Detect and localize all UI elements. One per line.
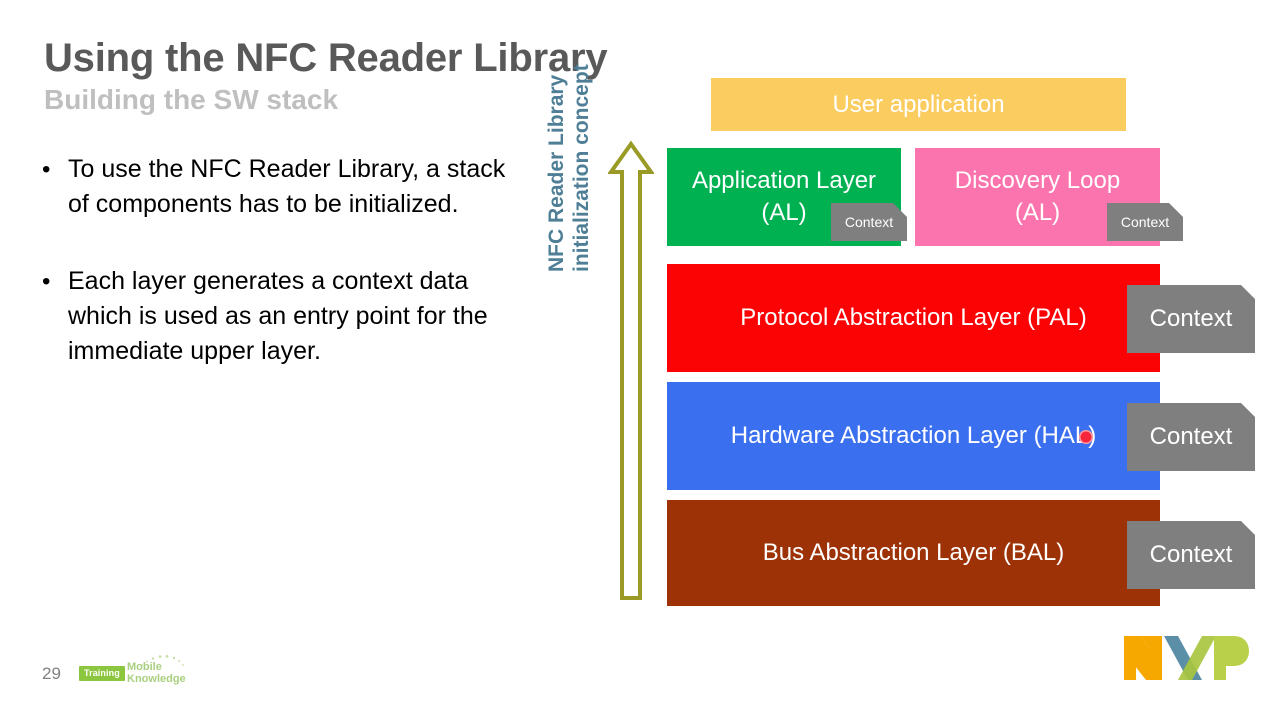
bullet-list: • To use the NFC Reader Library, a stack… [42,152,522,411]
context-tag-discovery-loop[interactable]: Context [1107,203,1183,241]
context-tag-pal[interactable]: Context [1127,285,1255,353]
layer-label: User application [832,90,1005,118]
layer-label-line1: Application Layer [691,167,877,194]
bullet-text: Each layer generates a context data whic… [68,267,488,365]
layer-label: Hardware Abstraction Layer (HAL) [730,422,1097,449]
list-item: • Each layer generates a context data wh… [42,264,522,369]
arrow-caption-line1: NFC Reader Library [545,74,568,272]
layer-label-line2: (AL) [761,199,807,226]
page-number: 29 [42,664,61,683]
bullet-marker-icon: • [42,268,51,295]
layer-label: Bus Abstraction Layer (BAL) [762,539,1065,566]
nxp-logo-icon [1124,636,1249,680]
context-tag-application-layer[interactable]: Context [831,203,907,241]
page-subtitle: Building the SW stack [44,84,339,115]
training-badge: Training [79,666,125,681]
starburst-icon [141,655,184,666]
wordmark-line2: Knowledge [127,672,186,685]
context-tag-hal[interactable]: Context [1127,403,1255,471]
context-tag-bal[interactable]: Context [1127,521,1255,589]
mobile-knowledge-wordmark: Mobile Knowledge [127,661,186,685]
layer-label: Application Layer (AL) [692,165,876,229]
cursor-pointer-icon [1079,430,1093,444]
layer-label-line1: Discovery Loop [954,167,1121,194]
page-title: Using the NFC Reader Library [44,36,608,80]
layer-label-line2: (AL) [1014,199,1061,226]
initialization-arrow-up-icon [608,140,654,600]
layer-label: Protocol Abstraction Layer (PAL) [740,304,1087,331]
arrow-caption-line2: initialization concept [570,64,593,272]
layer-box-hal[interactable]: Hardware Abstraction Layer (HAL) [667,382,1160,490]
bullet-marker-icon: • [42,156,51,183]
layer-label: Discovery Loop (AL) [955,165,1120,229]
layer-box-pal[interactable]: Protocol Abstraction Layer (PAL) [667,264,1160,372]
arrow-caption: NFC Reader Library initialization concep… [544,0,600,272]
wordmark-line1: Mobile [127,661,162,673]
bullet-text: To use the NFC Reader Library, a stack o… [68,155,506,218]
layer-box-user-application[interactable]: User application [711,78,1126,131]
mobile-knowledge-logo: Training Mobile Knowledge [79,654,186,688]
layer-box-bal[interactable]: Bus Abstraction Layer (BAL) [667,500,1160,606]
list-item: • To use the NFC Reader Library, a stack… [42,152,522,222]
